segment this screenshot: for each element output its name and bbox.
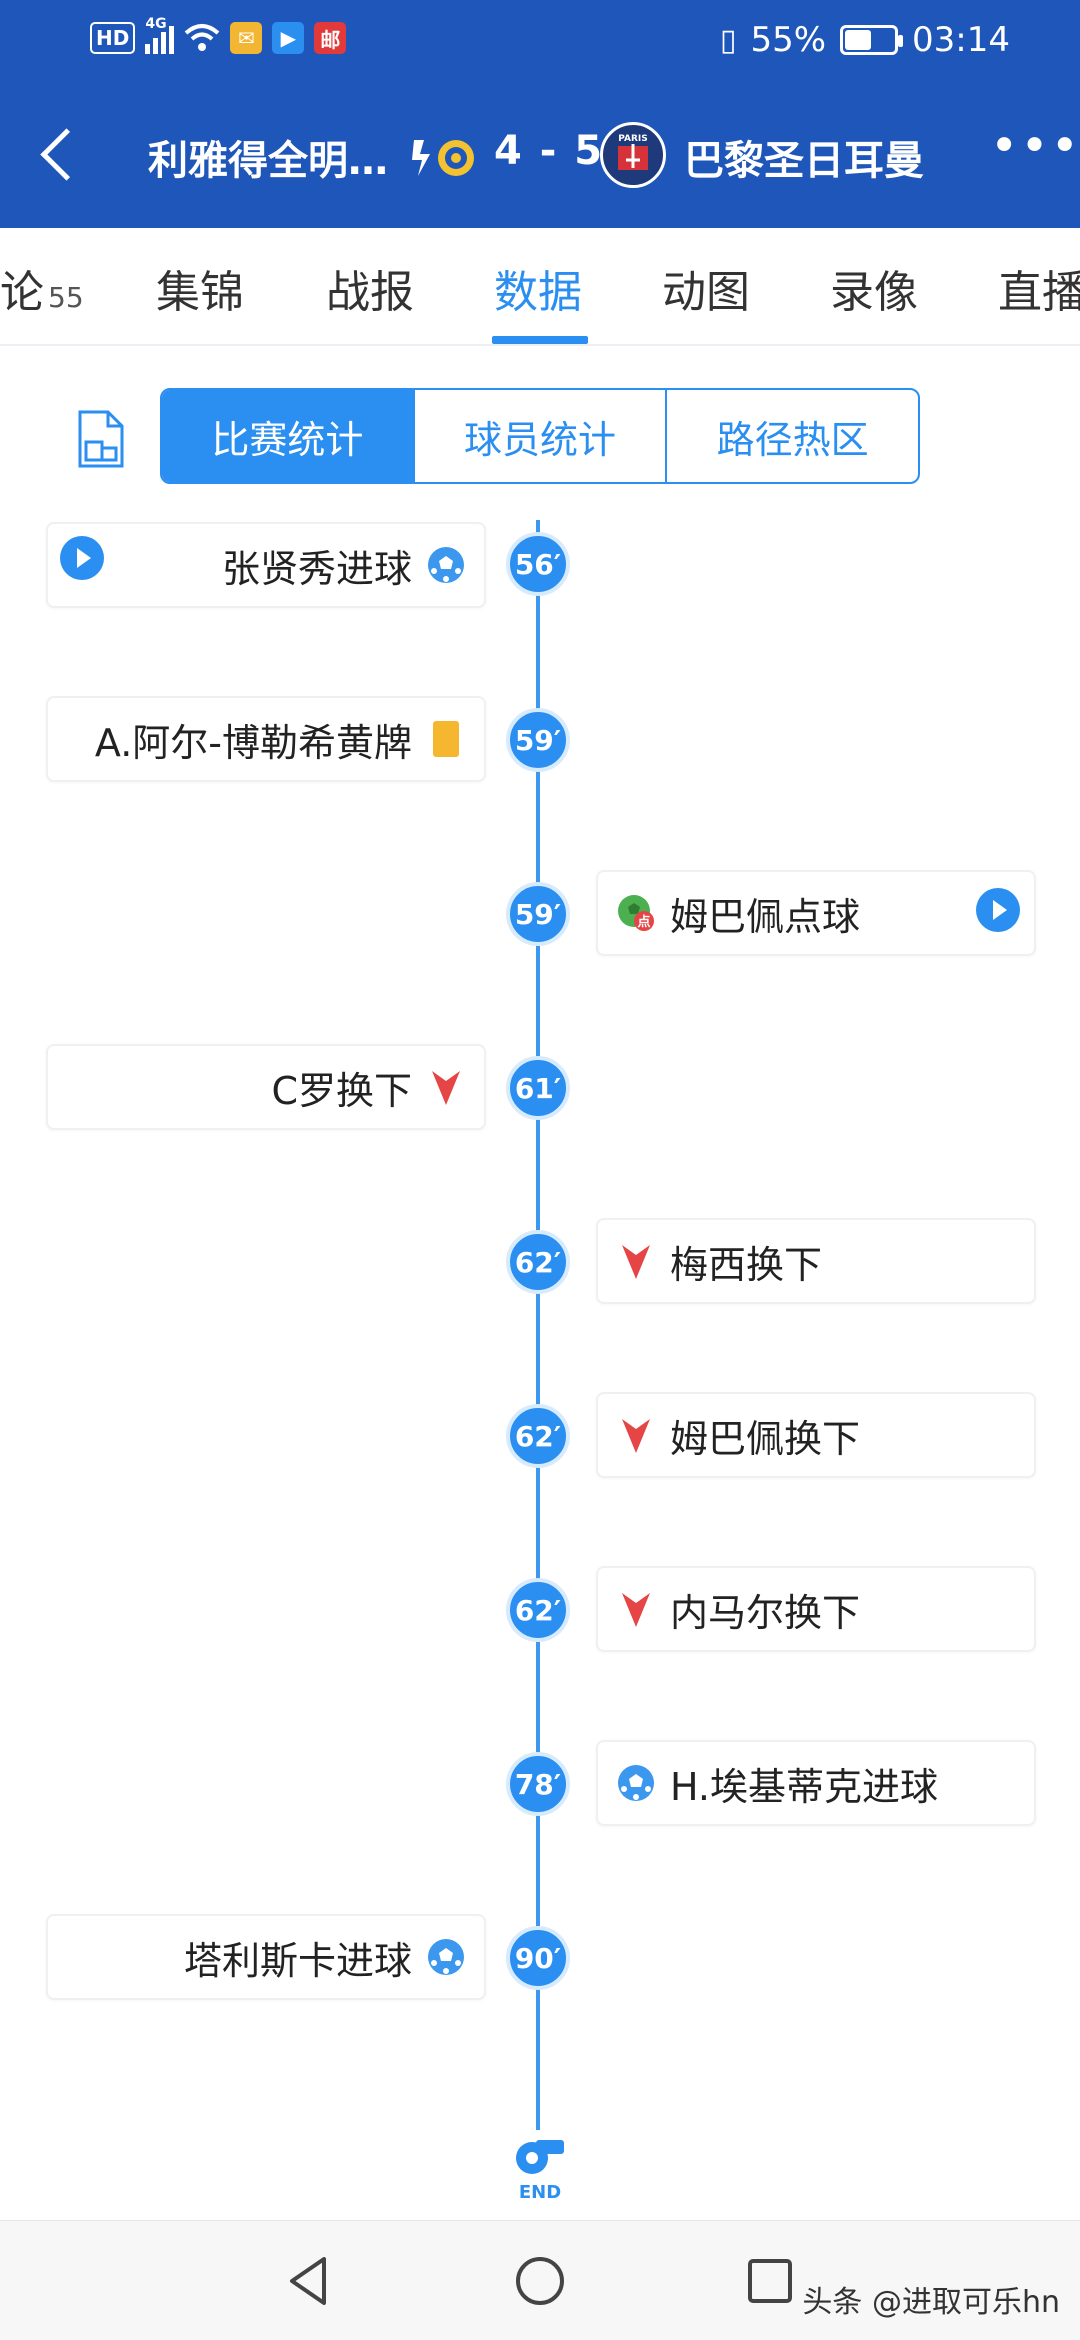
away-logo-text: PARIS [618,134,648,144]
end-label: END [518,2182,562,2203]
timeline-event-card[interactable]: 内马尔换下 [596,1566,1036,1652]
timeline-minute-node: 59′ [506,882,570,946]
timeline-minute-node: 59′ [506,708,570,772]
tab-live[interactable]: 直播 [998,267,1080,318]
tab-stats[interactable]: 数据 [494,267,582,318]
timeline-event-card[interactable]: 点 姆巴佩点球 [596,870,1036,956]
segment-player-stats[interactable]: 球员统计 [415,390,668,482]
timeline-event-card[interactable]: 张贤秀进球 [46,522,486,608]
play-video-icon[interactable] [60,536,104,580]
whistle-icon [510,2126,570,2206]
penalty-icon: 点 [616,893,656,933]
event-text: A.阿尔-博勒希黄牌 [94,720,412,765]
ball-icon [426,1937,466,1977]
event-text: C罗换下 [271,1068,412,1113]
timeline-event-card[interactable]: 梅西换下 [596,1218,1036,1304]
nav-home-icon[interactable] [510,2251,570,2311]
event-text: H.埃基蒂克进球 [670,1764,938,1809]
app-header: HD 4G ✉ ▶ 邮 ▯ 55% 03:14 利雅得全明… [0,0,1080,228]
timeline-minute-node: 62′ [506,1404,570,1468]
tab-highlights[interactable]: 集锦 [156,267,244,318]
away-team-logo: PARIS [600,122,666,188]
hd-indicator: HD [90,22,136,54]
mail-icon: ✉ [230,22,263,54]
tab-report[interactable]: 战报 [326,267,414,318]
play-video-icon[interactable] [976,888,1020,932]
timeline-minute-node: 62′ [506,1578,570,1642]
timeline-event-card[interactable]: 塔利斯卡进球 [46,1914,486,2000]
event-text: 张贤秀进球 [221,546,412,591]
battery-percent: 55% [750,20,827,60]
timeline-minute-node: 56′ [506,532,570,596]
segment-match-stats[interactable]: 比赛统计 [162,390,415,482]
timeline-minute-node: 61′ [506,1056,570,1120]
post-icon: 邮 [314,22,347,54]
event-text: 塔利斯卡进球 [183,1938,412,1983]
home-team-logo [410,132,482,182]
tab-label: 论 [0,267,44,318]
sub-off-icon [616,1589,656,1629]
tab-gifs[interactable]: 动图 [662,267,750,318]
tab-count: 55 [48,281,84,314]
sub-off-icon [616,1241,656,1281]
event-text: 姆巴佩换下 [670,1416,861,1461]
sub-off-icon [426,1067,466,1107]
penalty-mark: 点 [637,914,650,930]
timeline-event-card[interactable]: C罗换下 [46,1044,486,1130]
more-button[interactable]: ••• [990,118,1080,174]
network-label: 4G [145,16,167,32]
system-nav-bar: 头条 @进取可乐hn [0,2220,1080,2340]
sub-off-icon [616,1415,656,1455]
segment-heatmap[interactable]: 路径热区 [716,417,869,462]
timeline-line [536,520,540,2130]
ball-icon [426,545,466,585]
status-left-icons: HD 4G ✉ ▶ 邮 [90,16,347,54]
yellow-card-icon [426,719,466,759]
event-text: 内马尔换下 [670,1590,861,1635]
tab-active-indicator [492,336,588,344]
export-icon[interactable] [72,408,132,470]
vibrate-icon: ▯ [719,22,737,58]
timeline-event-card[interactable]: 姆巴佩换下 [596,1392,1036,1478]
ball-icon [616,1763,656,1803]
app-icon: ▶ [272,22,305,54]
stats-segmented-control: 比赛统计 球员统计 路径热区 [160,388,920,484]
clock: 03:14 [912,20,1010,60]
nav-recent-icon[interactable] [740,2251,800,2311]
match-title-row: 利雅得全明… 4 - 5 PARIS 巴黎圣日耳曼 ••• [0,110,1080,210]
event-text: 姆巴佩点球 [670,894,861,939]
watermark: 头条 @进取可乐hn [802,2285,1060,2320]
wifi-icon [184,23,220,53]
timeline-event-card[interactable]: H.埃基蒂克进球 [596,1740,1036,1826]
tab-replay[interactable]: 录像 [830,267,918,318]
timeline-minute-node: 78′ [506,1752,570,1816]
home-team-name: 利雅得全明… [148,138,388,184]
signal-icon: 4G [145,16,175,54]
event-text: 梅西换下 [670,1242,823,1287]
status-bar: HD 4G ✉ ▶ 邮 ▯ 55% 03:14 [0,0,1080,86]
timeline-event-card[interactable]: A.阿尔-博勒希黄牌 [46,696,486,782]
nav-back-icon[interactable] [280,2251,340,2311]
battery-icon [840,25,904,55]
timeline-minute-node: 90′ [506,1926,570,1990]
match-score: 4 - 5 [494,128,605,174]
back-button[interactable] [30,126,90,186]
status-right: ▯ 55% 03:14 [720,20,1010,60]
timeline-minute-node: 62′ [506,1230,570,1294]
away-team-name: 巴黎圣日耳曼 [684,138,924,184]
